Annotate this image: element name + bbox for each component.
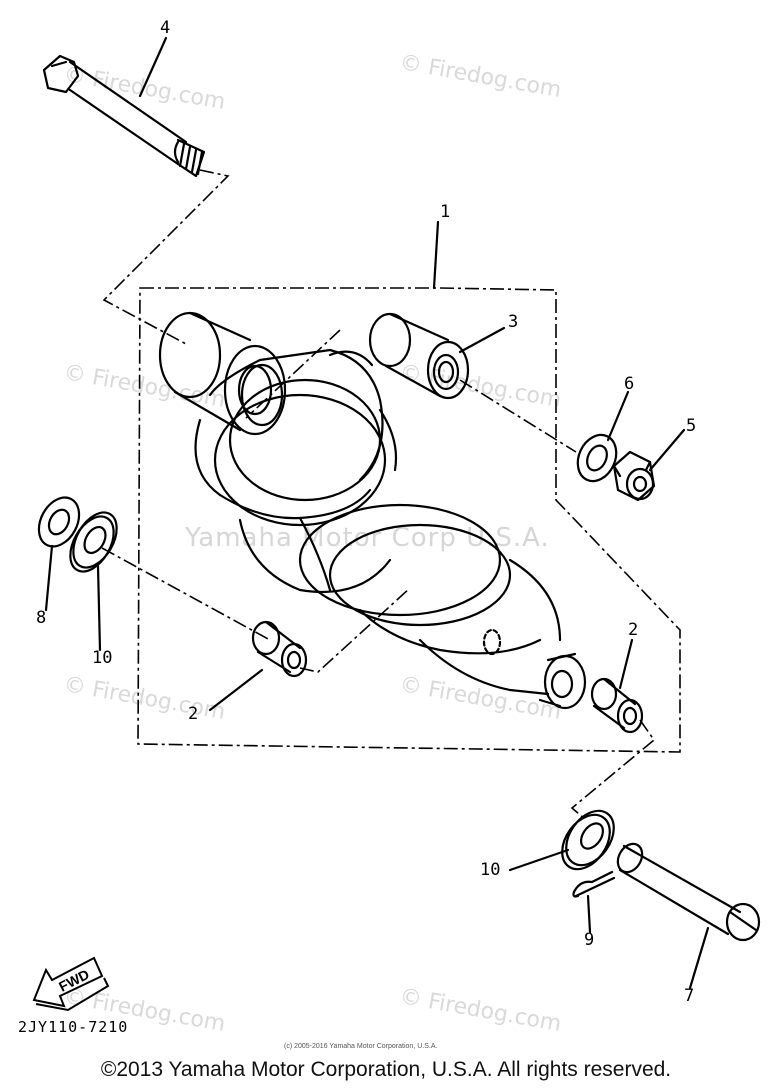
- callout-8: 8: [36, 608, 47, 628]
- callout-6: 6: [624, 374, 635, 394]
- bushing-part-2-right: [590, 677, 644, 734]
- fwd-arrow-icon: [32, 956, 110, 1012]
- diagram-code: 2JY110-7210: [18, 1018, 129, 1036]
- callout-5: 5: [686, 416, 697, 436]
- washer-part-8: [37, 496, 81, 548]
- seal-part-10-left: [69, 511, 118, 573]
- bolt-part-4: [42, 54, 206, 178]
- pin-part-7: [616, 842, 761, 942]
- bushing-part-2-left: [251, 620, 308, 678]
- cotter-pin-part-9: [572, 870, 616, 898]
- callout-3: 3: [508, 312, 519, 332]
- small-copyright: (c) 2005-2016 Yamaha Motor Corporation, …: [284, 1043, 438, 1050]
- callout-10-right: 10: [480, 860, 501, 880]
- callout-2-left: 2: [188, 704, 199, 724]
- bushing-part-3: [368, 312, 470, 400]
- callout-9: 9: [584, 930, 595, 950]
- callout-2-right: 2: [628, 620, 639, 640]
- callout-1: 1: [440, 202, 451, 222]
- copyright-notice: ©2013 Yamaha Motor Corporation, U.S.A. A…: [100, 1058, 672, 1081]
- nut-part-5: [612, 450, 656, 502]
- shock-body-part-1: [158, 311, 587, 710]
- seal-part-10-right: [561, 809, 615, 871]
- callout-10-left: 10: [92, 648, 113, 668]
- callout-4: 4: [160, 18, 171, 38]
- callout-7: 7: [684, 986, 695, 1006]
